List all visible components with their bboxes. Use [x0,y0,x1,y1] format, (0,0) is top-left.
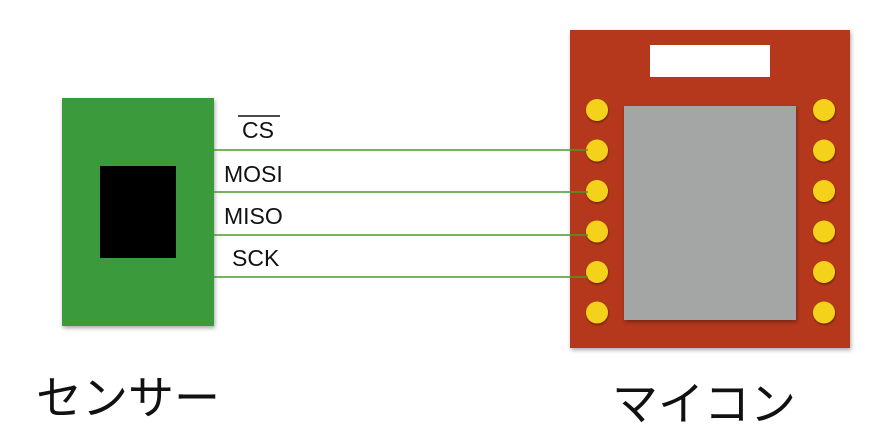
mcu-pin-left [586,301,608,324]
mcu-label: マイコン [612,377,796,431]
mcu-pin-right [813,139,835,162]
mcu-pins-left [586,99,608,324]
mcu-pin-left [586,220,608,243]
signal-label-sck: SCK [232,245,280,271]
mcu-pin-left [586,99,608,121]
signal-label-mosi: MOSI [224,161,283,187]
sensor-label: センサー [36,371,220,425]
mcu-pin-left [586,180,608,202]
mcu-chip [624,106,796,320]
mcu-sticker [650,45,770,77]
mcu-pin-left [586,139,608,162]
mcu-pin-left [586,261,608,283]
mcu-pin-right [813,261,835,283]
mcu-pin-right [813,301,835,324]
mcu-pins-right [813,99,835,324]
sensor-chip [100,166,176,258]
signal-label-cs: CS [242,117,274,143]
mcu-pin-right [813,99,835,121]
microcontroller-module [570,30,850,348]
mcu-pin-right [813,220,835,243]
signal-wires [214,149,588,278]
signal-label-miso: MISO [224,203,283,229]
sensor-module [62,98,214,326]
mcu-pin-right [813,180,835,202]
